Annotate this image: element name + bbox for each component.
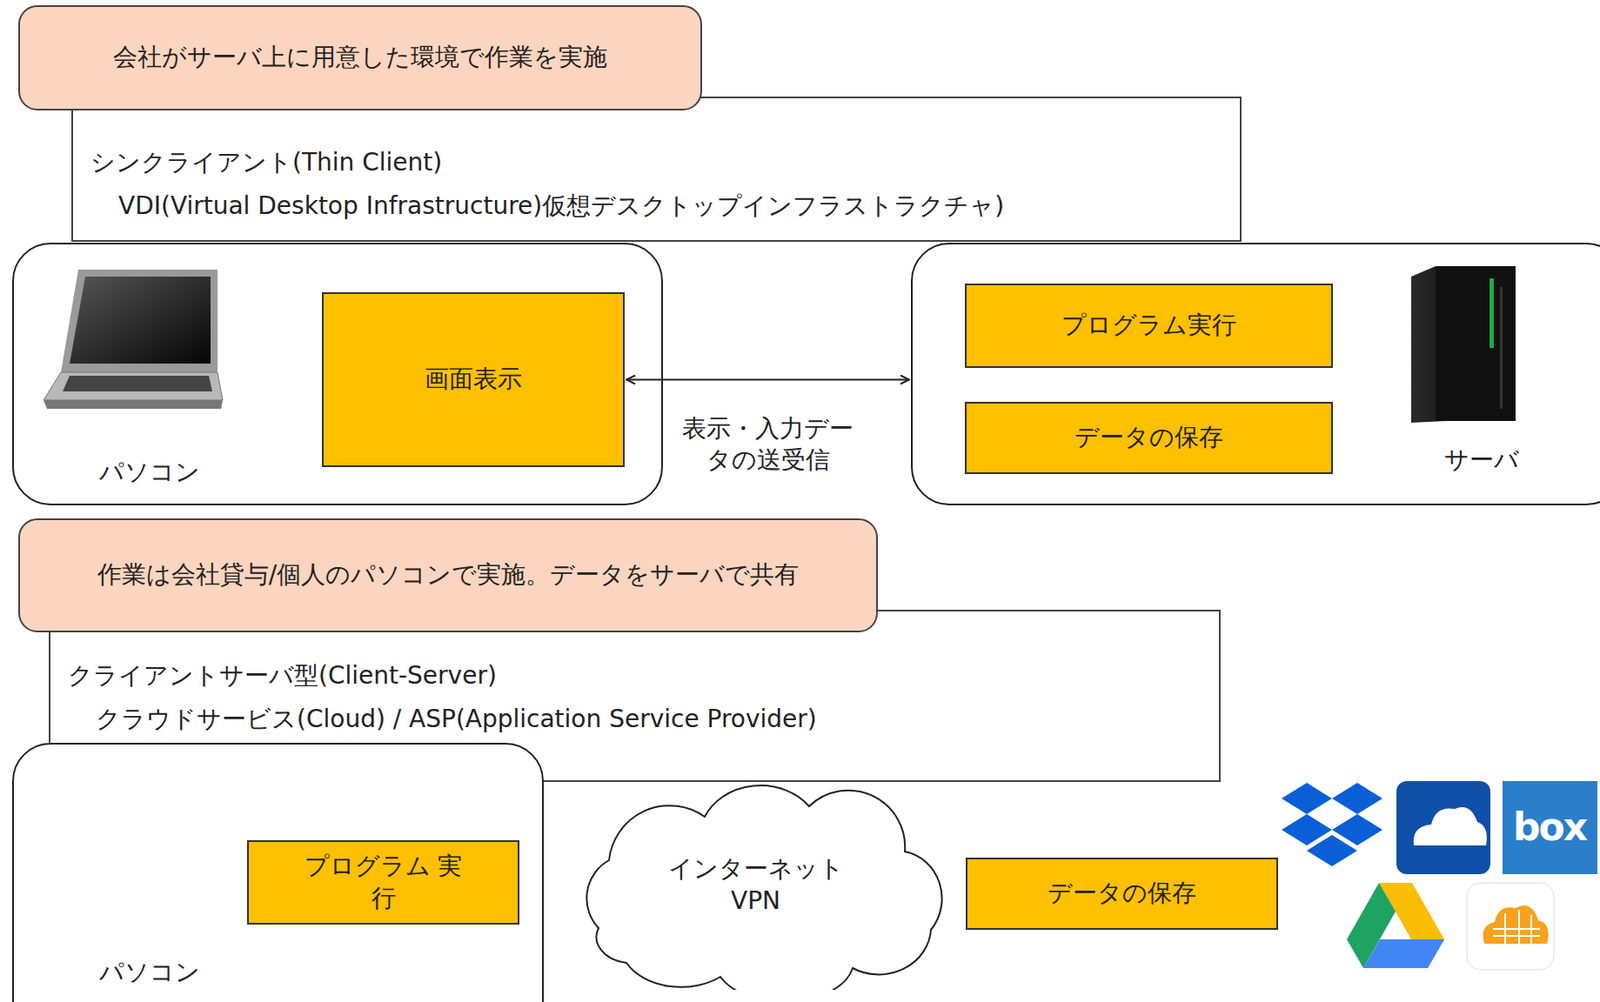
google-drive-logo [1346,883,1445,969]
node-text: シンクライアント(Thin Client) [90,147,442,179]
onedrive-logo [1396,781,1491,875]
node-text: プログラム 実行 [296,850,471,915]
node-text: 作業は会社貸与/個人のパソコンで実施。データをサーバで共有 [97,559,799,591]
storage-box: データの保存 [965,857,1279,931]
node-text: データの保存 [1047,877,1197,910]
node-text: 会社がサーバ上に用意した環境で作業を実施 [113,41,608,74]
node-text: サーバ [1444,444,1520,476]
laptop-icon [43,269,223,409]
node-text: プログラム実行 [1061,309,1237,342]
double-arrow [626,379,910,382]
process-box: 画面表示 [321,292,625,468]
node-text: パソコン [99,456,201,489]
node-text: クラウドサービス(Cloud) / ASP(Application Servic… [95,703,817,736]
node-text: インターネット VPN [642,853,870,918]
node-text: データの保存 [1074,421,1224,454]
logo-text: box [1512,802,1587,852]
node-text: クライアントサーバ型(Client-Server) [67,660,497,692]
node-text: VDI(Virtual Desktop Infrastructure)仮想デスク… [118,190,1005,222]
cloud-outline [546,780,965,991]
box-logo [1502,781,1598,875]
pc-panel: パソコン 画面表示 [12,242,663,506]
server-icon [1411,266,1516,423]
heading-box: 作業は会社貸与/個人のパソコンで実施。データをサーバで共有 [18,518,878,633]
dropbox-logo [1281,783,1383,867]
server-panel: サーバ プログラム実行データの保存 [910,242,1600,506]
pc-panel: パソコン プログラム 実行 [12,743,544,1002]
node-text: パソコン [99,957,201,989]
node-text: 画面表示 [424,363,523,395]
process-box: プログラム実行 [964,283,1333,369]
network-cloud: インターネット VPN [546,780,965,991]
category-frame: シンクライアント(Thin Client) VDI(Virtual Desktop… [71,96,1242,242]
process-box: プログラム 実行 [247,840,520,925]
heading-box: 会社がサーバ上に用意した環境で作業を実施 [18,5,703,111]
edge-label: 表示・入力デー タの送受信 [676,413,860,477]
cloud-storage-logo [1466,883,1554,971]
storage-box: データの保存 [964,401,1333,475]
